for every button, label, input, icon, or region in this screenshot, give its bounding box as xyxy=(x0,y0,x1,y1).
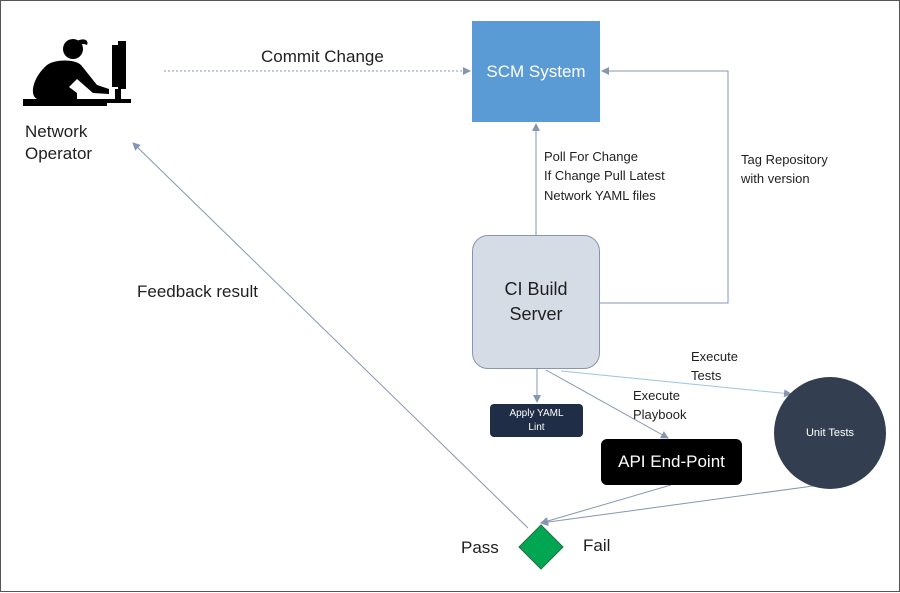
poll-label: Poll For Change If Change Pull Latest Ne… xyxy=(544,149,665,204)
exec-tests-line1: Execute xyxy=(691,349,738,364)
poll-label-line3: Network YAML files xyxy=(544,187,656,203)
feedback-arrow xyxy=(132,142,529,529)
scm-system-label: SCM System xyxy=(486,61,586,81)
pass-label: Pass xyxy=(461,538,499,557)
api-endpoint-label: API End-Point xyxy=(618,452,725,471)
network-operator-text: Network Operator xyxy=(25,122,93,164)
execute-tests-label: Execute Tests xyxy=(691,349,738,385)
unit-tests-label: Unit Tests xyxy=(805,427,855,439)
exec-playbook-line2: Playbook xyxy=(633,407,687,423)
network-operator-label: Network Operator xyxy=(25,121,111,165)
unit-tests-result-arrow xyxy=(540,485,814,527)
ci-label-line2: Server xyxy=(509,304,563,324)
commit-change-label: Commit Change xyxy=(261,47,384,66)
ci-build-server-node: CI Build Server xyxy=(472,235,600,369)
api-endpoint-node: API End-Point xyxy=(601,439,742,485)
yaml-lint-line2: Lint xyxy=(528,421,545,433)
person-at-computer-icon xyxy=(23,39,131,106)
unit-tests-node: Unit Tests xyxy=(774,377,886,489)
execute-playbook-arrow xyxy=(545,369,669,439)
yaml-lint-node: Apply YAML Lint xyxy=(490,404,583,437)
api-result-arrow xyxy=(540,484,672,525)
tag-label-line1: Tag Repository xyxy=(741,152,828,167)
ci-label-line1: CI Build xyxy=(504,278,568,299)
execute-tests-arrow xyxy=(560,370,792,398)
tag-label-line2: with version xyxy=(741,171,810,187)
feedback-result-label: Feedback result xyxy=(137,282,258,301)
fail-label: Fail xyxy=(583,536,611,555)
tag-repository-arrow xyxy=(600,67,729,304)
yaml-lint-line1: Apply YAML xyxy=(509,408,564,419)
poll-label-line2: If Change Pull Latest xyxy=(544,168,665,184)
exec-tests-line2: Tests xyxy=(691,368,722,384)
tag-repository-label: Tag Repository with version xyxy=(741,152,828,188)
scm-system-node: SCM System xyxy=(472,21,600,122)
execute-playbook-label: Execute Playbook xyxy=(633,388,686,424)
poll-label-line1: Poll For Change xyxy=(544,149,638,164)
exec-playbook-line1: Execute xyxy=(633,388,680,403)
